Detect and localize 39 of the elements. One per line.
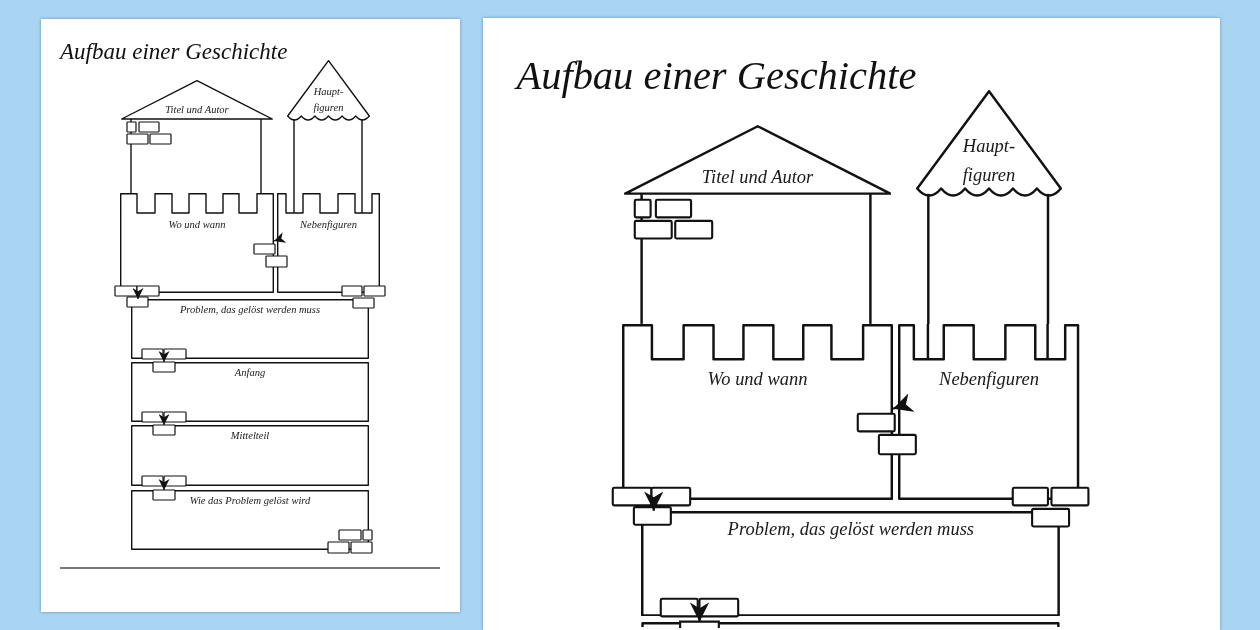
section-label: Anfang <box>233 366 267 379</box>
section-label: Wo und wann <box>167 218 227 231</box>
house-outline <box>121 80 273 193</box>
section-label: Mittelteil <box>229 429 271 442</box>
arrow <box>689 602 710 622</box>
writing-box <box>641 621 1061 627</box>
section-label: Nebenfiguren <box>938 368 1040 392</box>
tower-outline <box>915 90 1063 325</box>
arrow <box>892 393 915 412</box>
arrow <box>273 232 287 243</box>
castle-wall <box>622 324 894 501</box>
castle-wall <box>277 193 380 293</box>
section-label: Wie das Problem gelöst wird <box>188 494 312 507</box>
arrow <box>158 479 170 491</box>
section-label: Nebenfiguren <box>299 218 358 231</box>
section-label: Titel und Autor <box>700 165 815 189</box>
section-label: Problem, das gelöst werden muss <box>178 303 322 316</box>
arrow <box>158 351 170 363</box>
worksheet-title: Aufbau einer Geschichte <box>60 39 288 66</box>
castle-wall <box>898 324 1080 501</box>
arrow <box>644 491 664 511</box>
section-label: Wo und wann <box>706 368 809 392</box>
section-label: Problem, das gelöst werden muss <box>726 517 975 541</box>
tower-outline <box>287 60 370 193</box>
writing-box <box>131 490 369 550</box>
worksheet-title: Aufbau einer Geschichte <box>516 53 917 100</box>
writing-box <box>131 425 369 486</box>
section-label: Haupt- figuren <box>312 85 345 115</box>
worksheet-page <box>483 18 1220 630</box>
arrow <box>158 414 170 426</box>
writing-box <box>131 299 369 359</box>
arrow <box>132 288 144 300</box>
section-label: Haupt- figuren <box>961 135 1017 187</box>
section-label: Titel und Autor <box>164 103 230 116</box>
house-outline <box>623 125 892 325</box>
writing-box <box>641 510 1061 617</box>
castle-wall <box>120 193 274 293</box>
worksheet-page <box>41 19 460 612</box>
writing-box <box>131 362 369 422</box>
